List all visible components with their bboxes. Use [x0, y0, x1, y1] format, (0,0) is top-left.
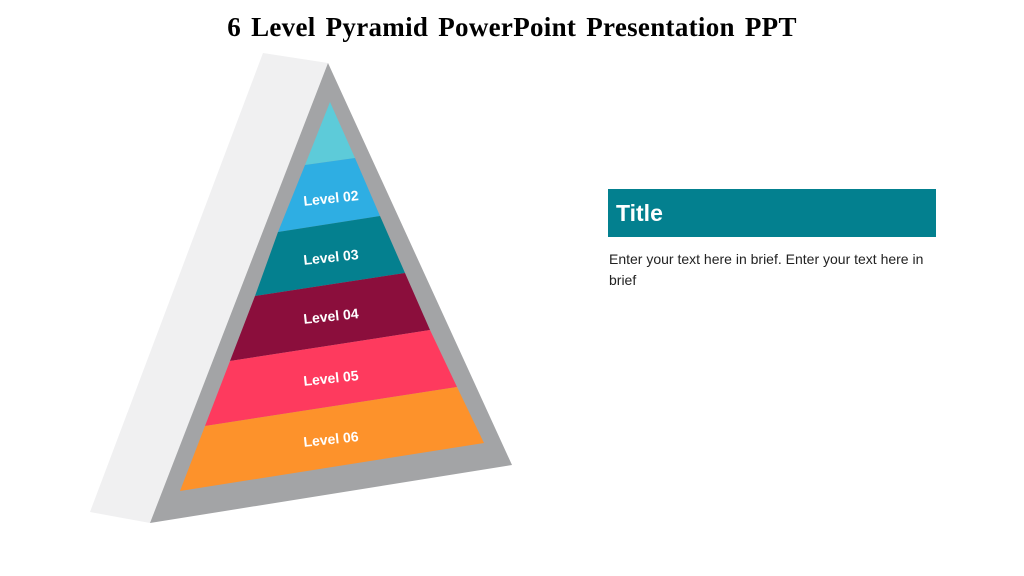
- text-panel-body[interactable]: Enter your text here in brief. Enter you…: [609, 251, 924, 288]
- pyramid-level-03[interactable]: [255, 216, 405, 296]
- level-05-label: Level 05: [303, 367, 360, 389]
- pyramid-level-02[interactable]: [278, 158, 380, 232]
- text-panel-title[interactable]: Title: [616, 199, 663, 226]
- level-06-label: Level 06: [303, 428, 360, 450]
- pyramid-level-06[interactable]: [180, 387, 484, 491]
- pyramid-level-04[interactable]: [230, 273, 430, 361]
- pyramid-level-01[interactable]: [305, 102, 355, 165]
- level-04-label: Level 04: [303, 305, 360, 327]
- level-03-label: Level 03: [303, 246, 360, 268]
- level-02-label: Level 02: [303, 187, 360, 209]
- pyramid-side-face: [90, 53, 328, 523]
- slide-title: 6 Level Pyramid PowerPoint Presentation …: [227, 12, 797, 42]
- text-panel-title-box: Title: [608, 189, 936, 237]
- pyramid-level-05[interactable]: [205, 330, 457, 426]
